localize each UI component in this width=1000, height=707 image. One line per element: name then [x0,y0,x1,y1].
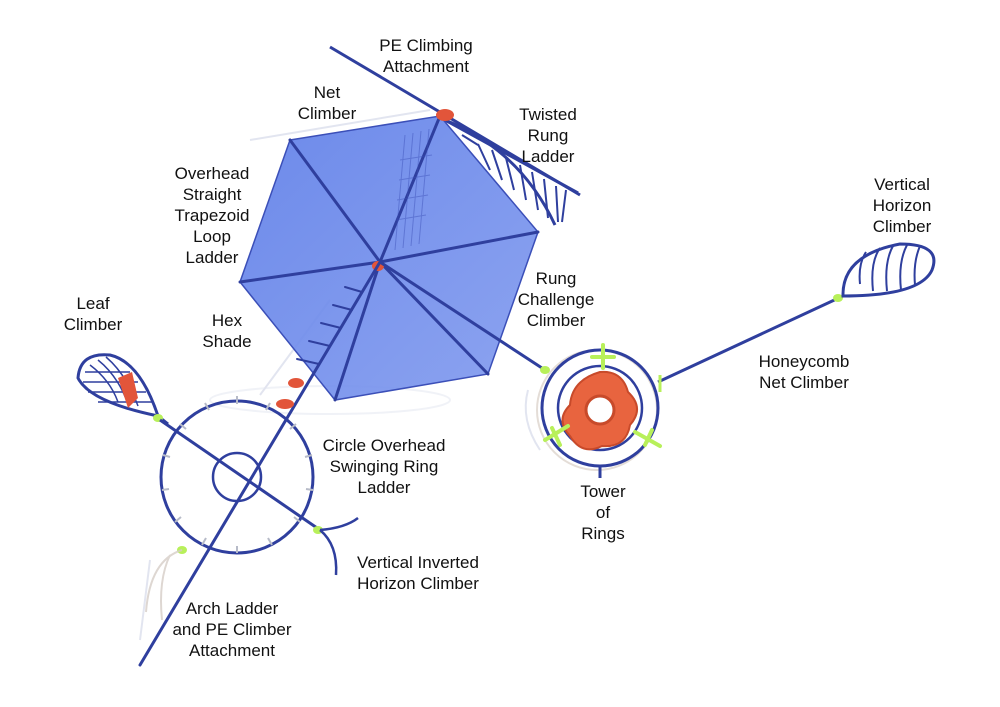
ladder-connector-lower [276,399,294,409]
arch-ladder [145,549,183,621]
label-leaf-climber: Leaf Climber [63,294,123,334]
circle-overhead-ring-ladder [159,396,321,555]
label-twisted-rung-ladder: Twisted Rung Ladder [519,105,577,166]
label-arch-ladder-pe-attachment: Arch Ladder and PE Climber Attachment [172,599,292,660]
label-rung-challenge-climber: Rung Challenge Climber [517,269,595,330]
hex-shade [239,115,539,401]
label-overhead-trapezoid-ladder: Overhead Straight Trapezoid Loop Ladder [174,164,250,267]
label-tower-of-rings: Tower of Rings [580,482,626,543]
honeycomb-connector [833,294,843,302]
label-vertical-inverted-horizon-climber: Vertical Inverted Horizon Climber [357,553,479,593]
label-circle-overhead-ring-ladder: Circle Overhead Swinging Ring Ladder [322,436,446,497]
overhead-trapezoid-ladder [138,260,382,667]
leaf-climber [76,353,169,426]
label-hex-shade: Hex Shade [202,311,252,351]
label-honeycomb-net-climber: Honeycomb Net Climber [758,352,850,392]
honeycomb-net-climber-bar [657,294,844,384]
ladder-connector-upper [288,378,304,388]
ground-shadows [139,109,541,641]
label-net-climber: Net Climber [297,83,357,123]
net-climber [394,128,433,251]
label-vertical-horizon-climber: Vertical Horizon Climber [872,175,932,236]
vertical-inverted-horizon-climber [319,516,359,576]
vertical-horizon-climber [841,242,936,298]
hex-shade-spokes [238,114,540,402]
top-connector [436,109,454,121]
label-pe-climbing-attachment: PE Climbing Attachment [379,36,473,76]
tower-of-rings [536,343,662,478]
twisted-rung-ladder [444,118,579,226]
rung-challenge-climber-bar [379,260,546,372]
